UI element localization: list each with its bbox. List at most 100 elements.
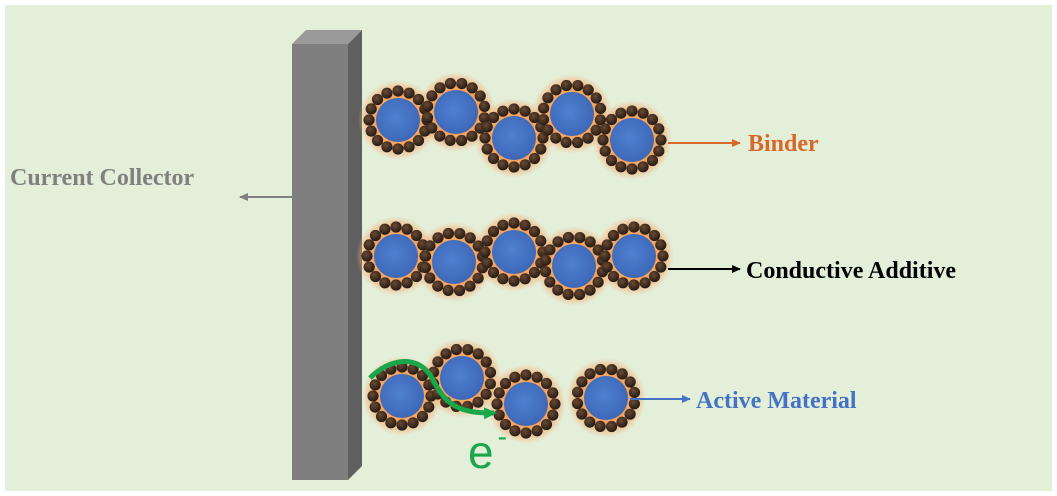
active-material-label: Active Material: [696, 388, 857, 414]
conductive-additive-particle: [628, 386, 641, 398]
conductive-additive-particle: [390, 279, 402, 291]
conductive-additive-particle: [426, 90, 438, 102]
conductive-additive-particle: [423, 401, 435, 413]
conductive-additive-particle: [519, 219, 531, 231]
particle-1-5: [597, 105, 667, 175]
conductive-additive-particle: [497, 219, 509, 231]
electron-symbol: e: [468, 426, 494, 478]
conductive-additive-particle: [369, 229, 382, 242]
conductive-additive-particle: [487, 225, 500, 238]
conductive-additive-particle: [540, 418, 553, 431]
conductive-additive-particle: [416, 410, 429, 423]
conductive-additive-particle: [462, 344, 474, 356]
conductive-additive-particle: [497, 159, 509, 171]
conductive-additive-particle: [508, 161, 520, 173]
particle-2-1: [361, 221, 431, 291]
conductive-additive-particle: [547, 387, 559, 399]
conductive-additive-particle: [379, 223, 391, 235]
conductive-additive-particle: [509, 371, 521, 383]
conductive-additive-particle: [519, 159, 531, 171]
conductive-additive-particle: [528, 152, 541, 165]
conductive-additive-particle: [481, 257, 493, 269]
conductive-additive-particle: [480, 388, 492, 400]
conductive-additive-particle: [540, 254, 552, 266]
conductive-additive-particle: [616, 416, 628, 428]
conductive-additive-particle: [481, 143, 493, 155]
particle-1-4: [537, 79, 607, 149]
conductive-additive-particle: [538, 102, 550, 114]
conductive-additive-particle: [509, 425, 521, 437]
conductive-additive-particle: [599, 250, 611, 262]
conductive-additive-particle: [472, 348, 484, 360]
conductive-additive-particle: [544, 276, 556, 288]
active-material-core: [376, 98, 420, 142]
conductive-additive-particle: [381, 87, 393, 99]
conductive-additive-particle: [401, 223, 413, 235]
conductive-additive-particle: [601, 261, 613, 273]
conductive-additive-particle: [474, 90, 486, 102]
conductive-additive-particle: [549, 398, 561, 410]
conductive-additive-particle: [605, 154, 618, 167]
conductive-additive-particle: [369, 401, 381, 413]
conductive-additive-particle: [528, 266, 541, 279]
conductive-additive-particle: [497, 105, 509, 117]
conductive-additive-particle: [584, 416, 596, 428]
conductive-additive-particle: [520, 427, 532, 439]
electron-charge: -: [498, 421, 507, 452]
conductive-additive-particle: [424, 240, 436, 252]
active-material-core: [504, 382, 548, 426]
conductive-additive-particle: [594, 420, 606, 432]
particle-row-1: [358, 72, 672, 180]
conductive-additive-particle: [607, 270, 620, 283]
conductive-additive-particle: [624, 408, 636, 420]
conductive-additive-particle: [412, 134, 425, 147]
conductive-additive-particle: [615, 161, 627, 173]
conductive-additive-particle: [365, 103, 377, 115]
conductive-additive-particle: [508, 275, 520, 287]
conductive-additive-particle: [547, 409, 559, 421]
conductive-additive-particle: [584, 368, 596, 380]
conductive-additive-particle: [420, 250, 432, 262]
conductive-additive-particle: [626, 163, 638, 175]
conductive-additive-particle: [572, 136, 584, 149]
conductive-additive-particle: [519, 273, 531, 285]
active-material-core: [432, 240, 476, 284]
conductive-additive-particle: [412, 93, 425, 106]
conductive-additive-particle: [616, 368, 628, 380]
conductive-additive-particle: [442, 227, 454, 240]
conductive-additive-particle: [487, 152, 500, 165]
binder-label: Binder: [748, 131, 819, 157]
conductive-additive-particle: [487, 111, 500, 124]
conductive-additive-particle: [466, 130, 478, 142]
conductive-additive-particle: [572, 80, 584, 92]
conductive-additive-particle: [594, 114, 607, 126]
conductive-additive-particle: [422, 100, 434, 112]
conductive-additive-particle: [508, 217, 520, 229]
particle-3-4: [571, 363, 641, 433]
conductive-additive-particle: [606, 364, 618, 376]
conductive-additive-particle: [520, 369, 532, 381]
conductive-additive-particle: [464, 280, 476, 292]
conductive-additive-particle: [371, 134, 384, 147]
conductive-additive-particle: [381, 141, 393, 153]
conductive-additive-particle: [519, 105, 531, 117]
conductive-additive-particle: [493, 387, 505, 399]
conductive-additive-particle: [562, 288, 574, 300]
particle-layer: [356, 72, 674, 444]
conductive-additive-particle: [560, 79, 573, 92]
particle-1-2: [421, 77, 491, 147]
conductive-additive-particle: [508, 103, 520, 115]
conductive-additive-particle: [571, 398, 584, 410]
conductive-additive-particle: [392, 143, 404, 155]
conductive-additive-particle: [540, 377, 553, 390]
conductive-additive-particle: [369, 379, 381, 391]
conductive-additive-particle: [464, 232, 476, 244]
conductive-additive-particle: [442, 284, 454, 296]
active-material-core: [610, 118, 654, 162]
conductive-additive-particle: [537, 114, 550, 126]
conductive-additive-particle: [432, 232, 444, 244]
conductive-additive-particle: [491, 398, 503, 410]
conductive-additive-particle: [605, 113, 618, 126]
conductive-additive-particle: [653, 123, 665, 135]
